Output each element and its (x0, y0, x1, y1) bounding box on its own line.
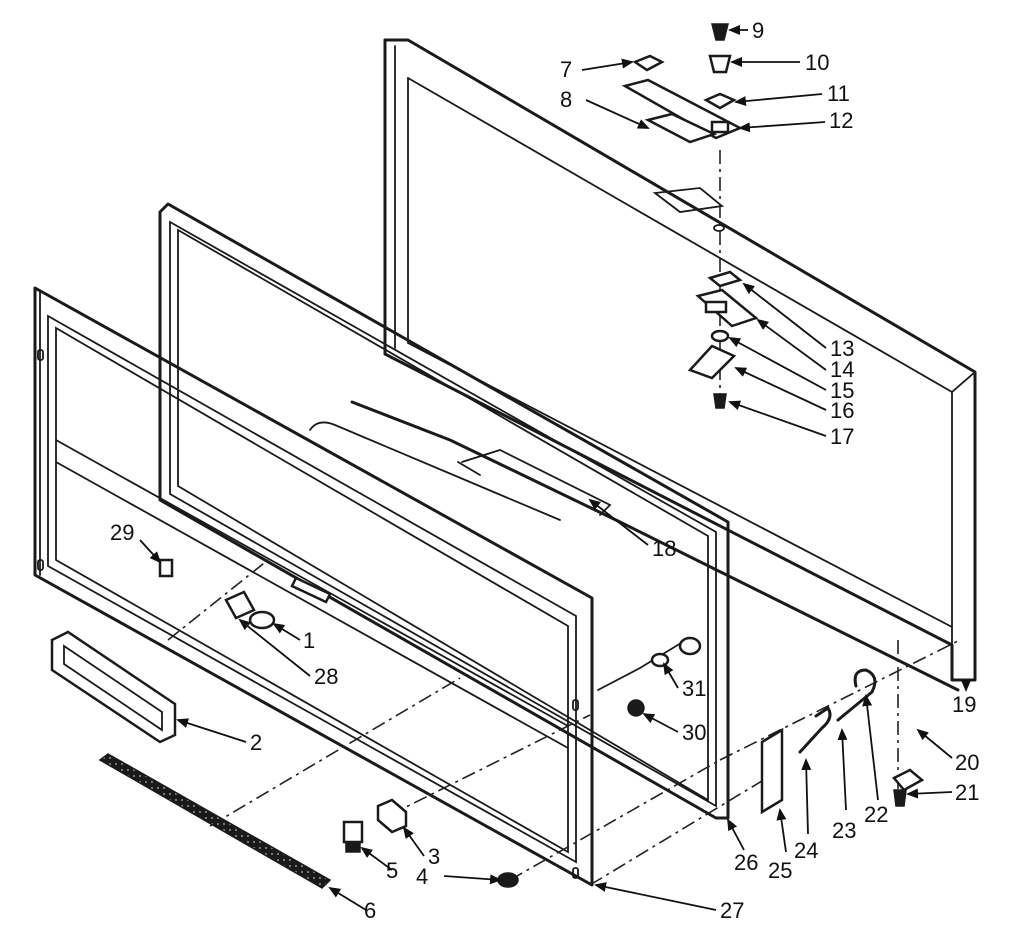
callout-28: 28 (314, 664, 338, 689)
callout-16: 16 (830, 398, 854, 423)
part-22-hook (836, 668, 877, 722)
callout-1: 1 (303, 628, 315, 653)
part-7-cover (632, 54, 665, 72)
part-2-handle (50, 630, 177, 744)
callout-5: 5 (386, 858, 398, 883)
leader-lines (139, 25, 971, 911)
part-11-washer (703, 92, 737, 110)
trim-rod (309, 400, 960, 692)
callout-labels: 9 10 11 12 7 8 13 14 15 16 17 18 19 20 2… (110, 18, 979, 923)
part-8-gasket (644, 112, 718, 144)
callout-21: 21 (955, 780, 979, 805)
callout-26: 26 (734, 850, 758, 875)
callout-9: 9 (752, 18, 764, 43)
callout-23: 23 (832, 818, 856, 843)
part-3-switch (342, 798, 408, 853)
callout-24: 24 (794, 838, 818, 863)
part-30-bulb (627, 699, 645, 717)
callout-3: 3 (428, 844, 440, 869)
panel-slot (652, 187, 725, 213)
part-4-knob (497, 872, 519, 888)
callout-10: 10 (805, 50, 829, 75)
callout-27: 27 (720, 898, 744, 923)
part-20-clip (892, 768, 925, 792)
part-1-bulb (248, 610, 276, 630)
callout-17: 17 (830, 424, 854, 449)
callout-30: 30 (682, 720, 706, 745)
callout-19: 19 (952, 692, 976, 717)
callout-20: 20 (955, 750, 979, 775)
callout-11: 11 (827, 81, 850, 106)
callout-31: 31 (682, 676, 706, 701)
part-9-screw (708, 23, 732, 74)
callout-2: 2 (250, 730, 262, 755)
panel-hole (713, 224, 725, 232)
callout-25: 25 (768, 858, 792, 883)
part-10-knob (708, 54, 732, 74)
callout-7: 7 (560, 57, 572, 82)
callout-14: 14 (830, 357, 854, 382)
callout-15: 15 (830, 378, 854, 403)
part-13-latch-stack (687, 270, 759, 409)
assembly-lines (167, 150, 961, 886)
part-29-clip (158, 558, 174, 578)
callout-13: 13 (830, 336, 854, 361)
callout-18: 18 (652, 536, 676, 561)
part-25-bracket (760, 727, 784, 815)
callout-22: 22 (864, 802, 888, 827)
part-24-hinge (798, 706, 832, 754)
callout-6: 6 (364, 898, 376, 923)
part-31-lamp-socket (597, 636, 702, 717)
callout-4: 4 (416, 864, 428, 889)
callout-12: 12 (829, 108, 853, 133)
part-5-label (342, 820, 364, 844)
door-liner-frame (158, 202, 730, 820)
part-28-socket (224, 576, 332, 630)
part-6-grille (98, 753, 332, 889)
callout-8: 8 (560, 87, 572, 112)
outer-door-panel (33, 286, 594, 887)
callout-29: 29 (110, 520, 134, 545)
part-21-screw (893, 789, 907, 807)
part-12-bracket (621, 78, 743, 144)
